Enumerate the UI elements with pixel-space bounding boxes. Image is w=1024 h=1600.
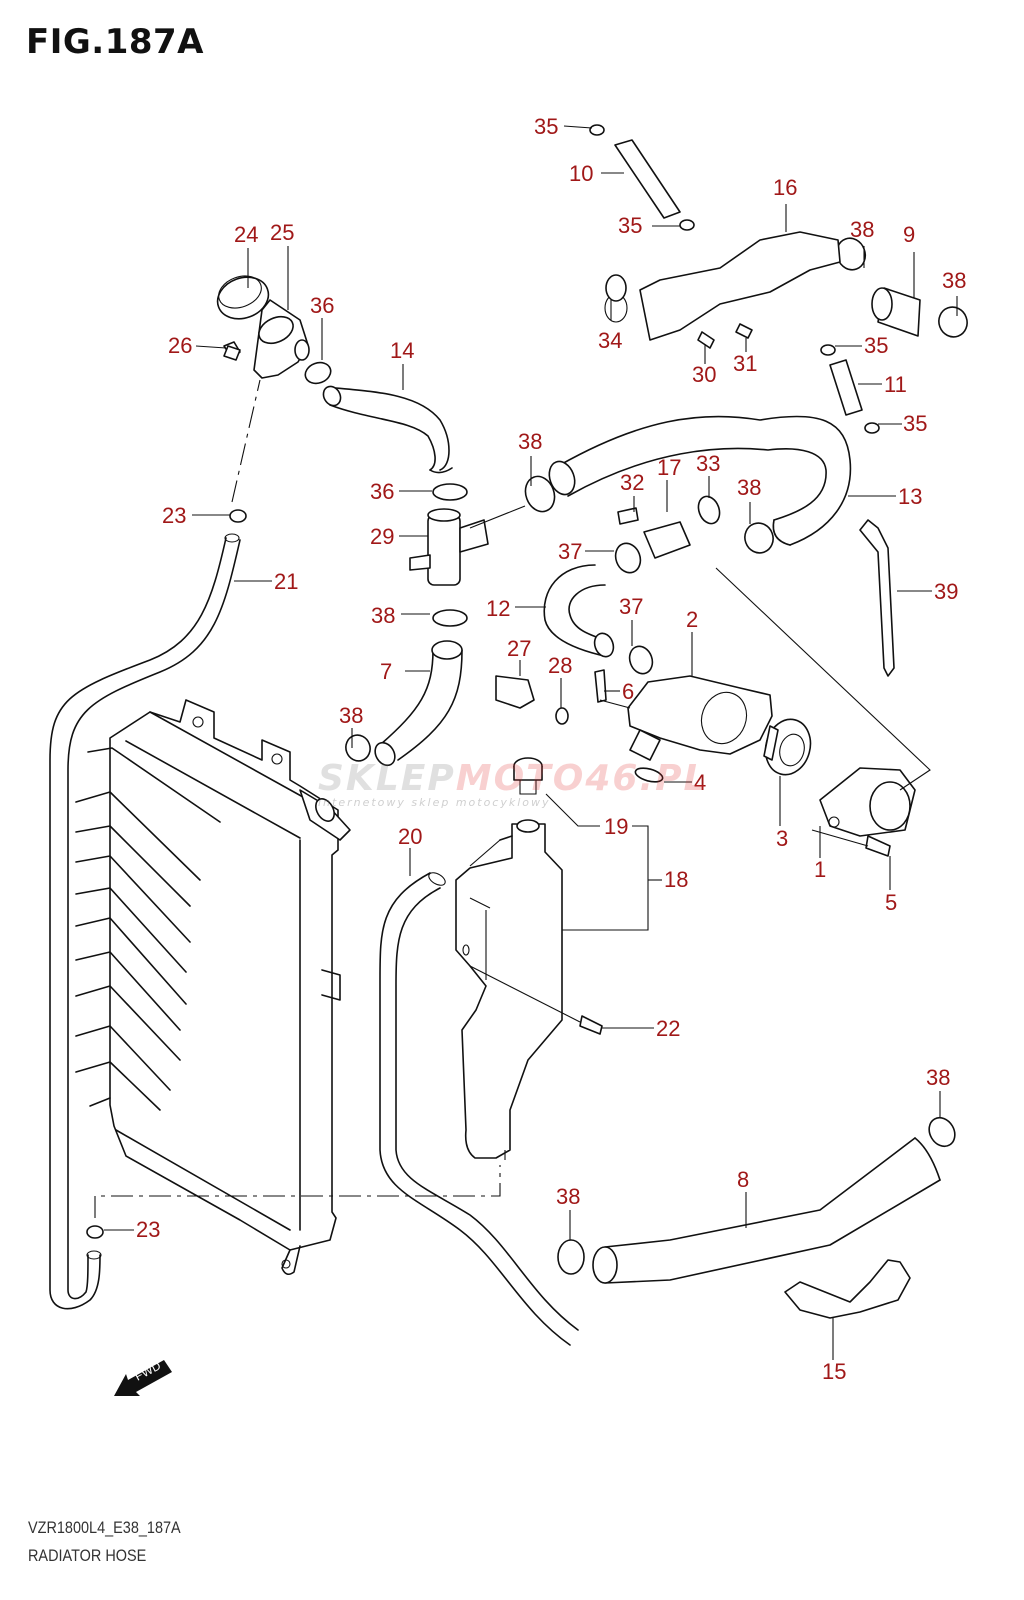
watermark-brand-b: MOTO46.PL (455, 758, 709, 799)
callout-23: 23 (162, 503, 187, 528)
bolt-5 (865, 835, 891, 857)
callout-28: 28 (548, 653, 573, 678)
callout-37: 37 (558, 539, 583, 564)
hose-20 (379, 872, 579, 1346)
callout-31: 31 (733, 351, 758, 376)
o-ring-33 (697, 495, 721, 525)
leader-dash-23b (94, 1165, 501, 1218)
callout-3: 3 (776, 826, 789, 851)
callout-26: 26 (168, 333, 193, 358)
radiator (75, 699, 351, 1276)
leader-lines (104, 125, 958, 1360)
callout-21: 21 (274, 569, 299, 594)
bolt-32 (617, 507, 639, 525)
clamps (86, 124, 968, 1275)
watermark-tagline: internetowy sklep motocyklowy (318, 796, 551, 809)
hose-8 (592, 1137, 941, 1284)
callout-23: 23 (136, 1217, 161, 1242)
callout-13: 13 (898, 484, 923, 509)
hose-9-end (871, 287, 893, 321)
callout-38: 38 (518, 429, 543, 454)
callout-39: 39 (934, 579, 959, 604)
hose-7 (374, 640, 463, 767)
washer-28 (555, 707, 569, 725)
bolt-6 (594, 669, 607, 703)
callout-34: 34 (598, 328, 623, 353)
callout-15: 15 (822, 1359, 847, 1384)
callout-29: 29 (370, 524, 395, 549)
callout-27: 27 (507, 636, 532, 661)
callout-38: 38 (556, 1184, 581, 1209)
callout-36: 36 (370, 479, 395, 504)
callout-38: 38 (926, 1065, 951, 1090)
hose-14 (322, 385, 453, 474)
sensor-27 (495, 675, 535, 709)
cable-tie-39 (859, 519, 895, 677)
pipe-16 (604, 231, 841, 341)
callout-35: 35 (903, 411, 928, 436)
callout-38: 38 (850, 217, 875, 242)
figure-title: FIG.187A (26, 22, 204, 62)
callout-8: 8 (737, 1167, 750, 1192)
callout-38: 38 (371, 603, 396, 628)
bolt-22 (579, 1015, 603, 1035)
thermostat-housing (627, 675, 773, 761)
o-ring-34 (605, 274, 627, 302)
callout-35: 35 (864, 333, 889, 358)
hose-11 (829, 359, 863, 416)
callout-10: 10 (569, 161, 594, 186)
bracket-15 (784, 1259, 911, 1319)
o-ring-4 (634, 767, 664, 783)
callout-12: 12 (486, 596, 511, 621)
callout-33: 33 (696, 451, 721, 476)
filler-neck (216, 275, 310, 379)
callout-38: 38 (339, 703, 364, 728)
callout-17: 17 (657, 455, 682, 480)
callout-30: 30 (692, 362, 717, 387)
callout-25: 25 (270, 220, 295, 245)
callout-19: 19 (604, 814, 629, 839)
callout-22: 22 (656, 1016, 681, 1041)
leader-dash-23a (231, 379, 261, 503)
bolt-31 (735, 323, 753, 339)
figure-model-code: VZR1800L4_E38_187A (28, 1518, 181, 1537)
callout-7: 7 (380, 659, 393, 684)
hose-21 (49, 533, 241, 1310)
hose-10 (614, 139, 681, 219)
thermostat-3 (763, 718, 812, 776)
bolt-26 (223, 345, 241, 361)
bolt-30 (697, 331, 715, 349)
callout-14: 14 (390, 338, 415, 363)
callout-1: 1 (814, 857, 827, 882)
callout-20: 20 (398, 824, 423, 849)
watermark: SKLEPMOTO46.PL (318, 758, 708, 799)
callout-35: 35 (534, 114, 559, 139)
callout-18: 18 (664, 867, 689, 892)
fitting-17 (643, 521, 691, 559)
fwd-arrow-icon: FWD (112, 1358, 176, 1402)
callout-36: 36 (310, 293, 335, 318)
callout-32: 32 (620, 470, 645, 495)
callout-9: 9 (903, 222, 916, 247)
watermark-brand-a: SKLEP (318, 758, 456, 799)
callout-6: 6 (622, 679, 635, 704)
callout-5: 5 (885, 890, 898, 915)
callout-38: 38 (737, 475, 762, 500)
callout-35: 35 (618, 213, 643, 238)
callout-2: 2 (686, 607, 699, 632)
callout-16: 16 (773, 175, 798, 200)
hose-13 (548, 415, 852, 546)
figure-name: RADIATOR HOSE (28, 1546, 147, 1565)
reservoir-tank (455, 757, 563, 1160)
callout-38: 38 (942, 268, 967, 293)
callout-37: 37 (619, 594, 644, 619)
callout-24: 24 (234, 222, 259, 247)
callout-11: 11 (884, 372, 907, 397)
joint-29 (409, 508, 489, 586)
callout-4: 4 (694, 770, 707, 795)
hose-12 (543, 564, 615, 658)
thermostat-cover (819, 767, 916, 837)
